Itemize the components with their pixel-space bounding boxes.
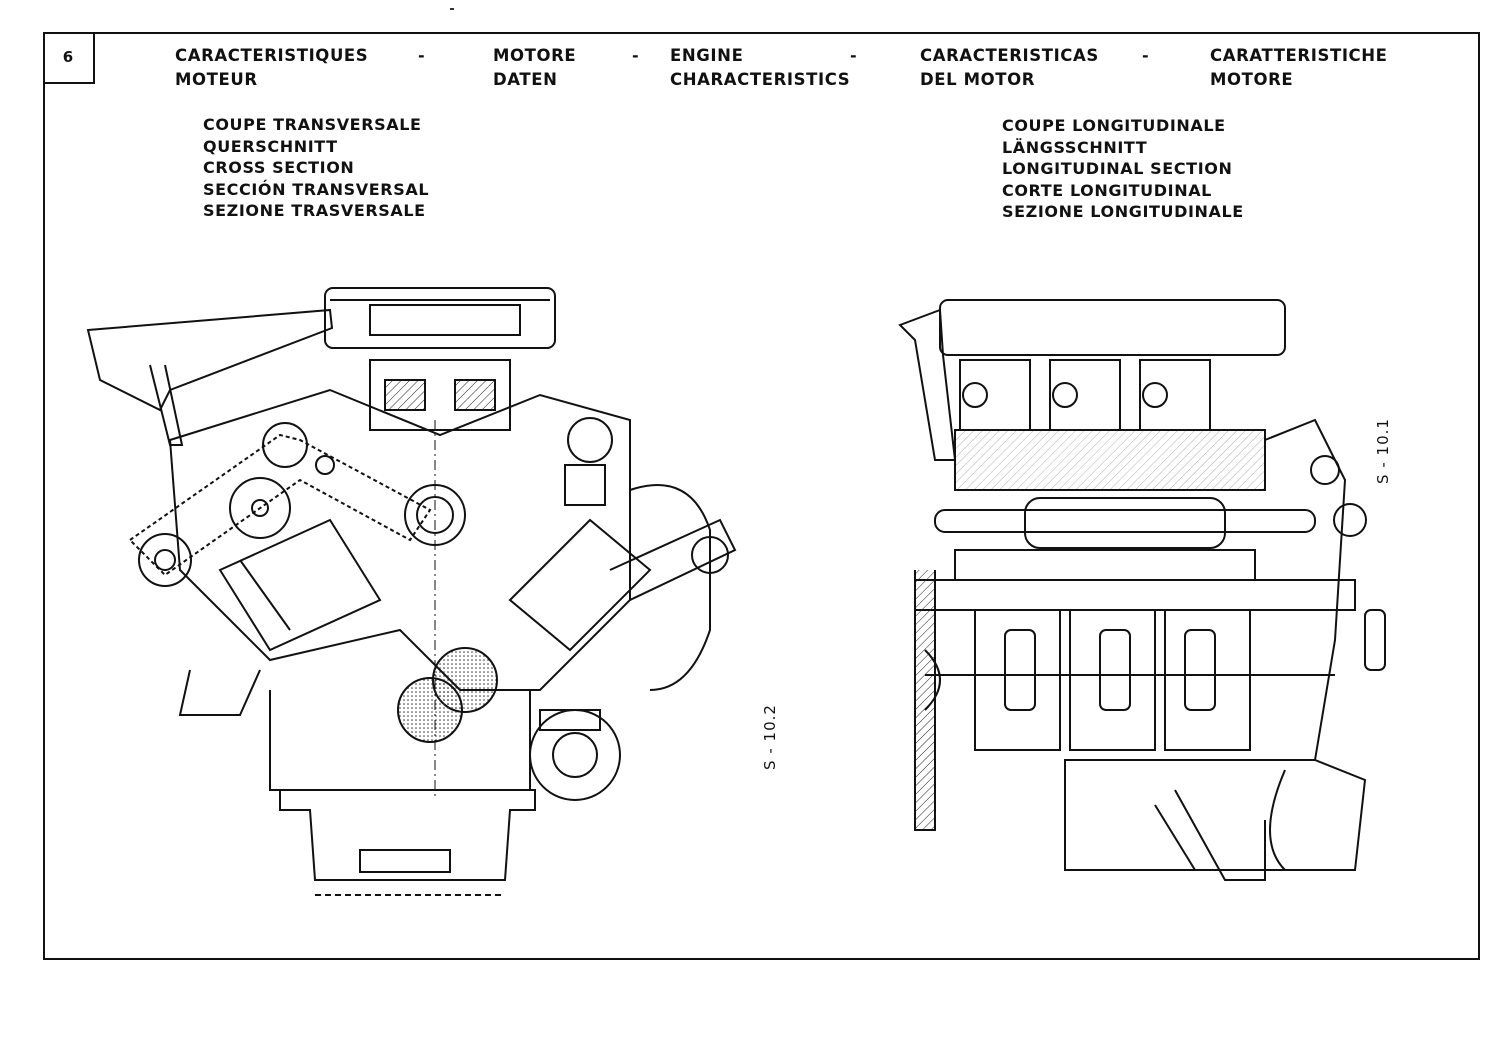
page-frame bbox=[43, 32, 1480, 960]
page-number: 6 bbox=[43, 32, 95, 84]
figure-ref-cross: S - 10.2 bbox=[761, 704, 779, 770]
header-fr-line2: MOTEUR bbox=[175, 70, 258, 89]
header-fr-line1: CARACTERISTIQUES bbox=[175, 46, 369, 65]
engine-cross-section-drawing bbox=[86, 287, 737, 896]
header-separator: - bbox=[850, 46, 857, 65]
cross-section-caption: COUPE TRANSVERSALE QUERSCHNITT CROSS SEC… bbox=[203, 114, 429, 222]
caption-line: LONGITUDINAL SECTION bbox=[1002, 159, 1233, 178]
header-fr: CARACTERISTIQUES MOTEUR bbox=[175, 44, 368, 92]
header-separator: - bbox=[632, 46, 639, 65]
header-en: ENGINE CHARACTERISTICS bbox=[670, 44, 850, 92]
caption-line: LÄNGSSCHNITT bbox=[1002, 137, 1148, 157]
longitudinal-section-caption: COUPE LONGITUDINALE LÄNGSSCHNITT LONGITU… bbox=[1002, 115, 1244, 223]
header-es-line2: DEL MOTOR bbox=[920, 70, 1036, 89]
header-en-line1: ENGINE bbox=[670, 46, 744, 65]
header-it-de: MOTORE DATEN bbox=[493, 44, 576, 92]
header-it-line1: CARATTERISTICHE bbox=[1210, 46, 1388, 65]
header-separator: - bbox=[1142, 46, 1149, 65]
header-de-line2: DATEN bbox=[493, 70, 558, 89]
caption-line: SEZIONE TRASVERSALE bbox=[203, 201, 426, 220]
header-it: CARATTERISTICHE MOTORE bbox=[1210, 44, 1388, 92]
header-separator: - bbox=[418, 46, 425, 65]
header-it-line2: MOTORE bbox=[1210, 70, 1294, 89]
engine-longitudinal-section-drawing bbox=[898, 299, 1386, 881]
caption-line: SEZIONE LONGITUDINALE bbox=[1002, 202, 1244, 221]
header-es-line1: CARACTERISTICAS bbox=[920, 46, 1099, 65]
caption-line: QUERSCHNITT bbox=[203, 136, 338, 156]
caption-line: COUPE TRANSVERSALE bbox=[203, 115, 422, 134]
header-es: CARACTERISTICAS DEL MOTOR bbox=[920, 44, 1099, 92]
caption-line: COUPE LONGITUDINALE bbox=[1002, 116, 1226, 135]
caption-line: CORTE LONGITUDINAL bbox=[1002, 180, 1212, 200]
caption-line: CROSS SECTION bbox=[203, 158, 355, 177]
header-de-line1: MOTORE bbox=[493, 46, 577, 65]
scan-mark bbox=[450, 8, 454, 10]
header-en-line2: CHARACTERISTICS bbox=[670, 70, 851, 89]
caption-line: SECCIÓN TRANSVERSAL bbox=[203, 179, 430, 199]
